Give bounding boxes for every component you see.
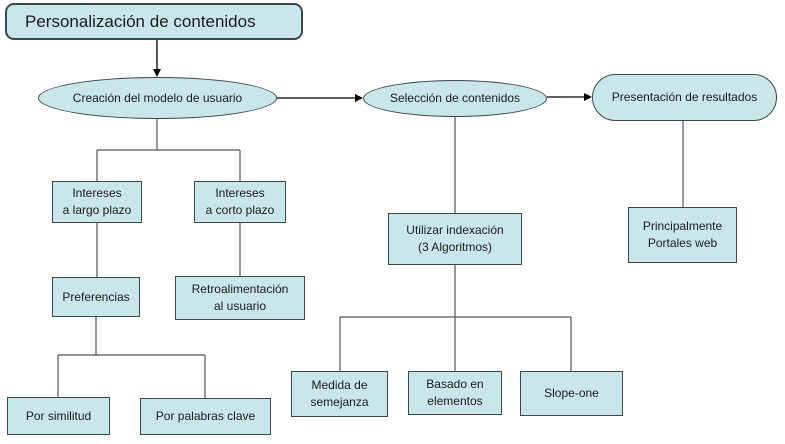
box-intereses-corto-plazo: Intereses a corto plazo: [194, 181, 286, 223]
box-medida-semejanza: Medida de semejanza: [291, 371, 388, 417]
arrowhead-title-to-creacion: [153, 69, 161, 77]
arrowhead-creacion-to-seleccion: [355, 94, 363, 102]
box-label: Medida de semejanza: [310, 378, 369, 409]
box-label: Por similitud: [25, 408, 92, 423]
stage-ellipse-creacion-modelo-usuario: Creación del modelo de usuario: [38, 77, 277, 119]
connector-indexacion-branches: [339, 265, 572, 371]
box-por-palabras-clave: Por palabras clave: [140, 398, 271, 435]
box-label: Intereses a largo plazo: [62, 186, 132, 217]
box-intereses-largo-plazo: Intereses a largo plazo: [52, 181, 142, 223]
stage-ellipse-seleccion-contenidos: Selección de contenidos: [363, 80, 547, 117]
box-label: Preferencias: [62, 289, 130, 304]
stage-label: Presentación de resultados: [611, 90, 758, 105]
box-label: Principalmente Portales web: [642, 219, 723, 250]
box-principalmente-portales-web: Principalmente Portales web: [628, 207, 737, 263]
title-box: Personalización de contenidos: [5, 3, 303, 40]
box-label: Basado en elementos: [426, 377, 484, 408]
box-label: Intereses a corto plazo: [205, 186, 275, 217]
box-por-similitud: Por similitud: [7, 397, 110, 435]
box-preferencias: Preferencias: [52, 277, 140, 317]
stage-ellipse-presentacion-resultados: Presentación de resultados: [592, 74, 777, 121]
stage-label: Selección de contenidos: [389, 91, 521, 106]
box-slope-one: Slope-one: [520, 371, 623, 416]
box-label: Retroalimentación al usuario: [191, 282, 289, 313]
box-basado-elementos: Basado en elementos: [408, 371, 502, 415]
connector-creacion-branches: [96, 119, 241, 181]
box-utilizar-indexacion: Utilizar indexación (3 Algoritmos): [388, 213, 522, 265]
title-label: Personalización de contenidos: [25, 11, 256, 31]
box-label: Slope-one: [544, 386, 599, 401]
box-label: Utilizar indexación (3 Algoritmos): [406, 223, 504, 254]
box-retroalimentacion-usuario: Retroalimentación al usuario: [175, 276, 305, 320]
box-label: Por palabras clave: [155, 409, 256, 424]
stage-label: Creación del modelo de usuario: [72, 90, 243, 105]
connector-preferencias-branches: [57, 317, 206, 398]
arrowhead-seleccion-to-presentacion: [584, 93, 592, 101]
